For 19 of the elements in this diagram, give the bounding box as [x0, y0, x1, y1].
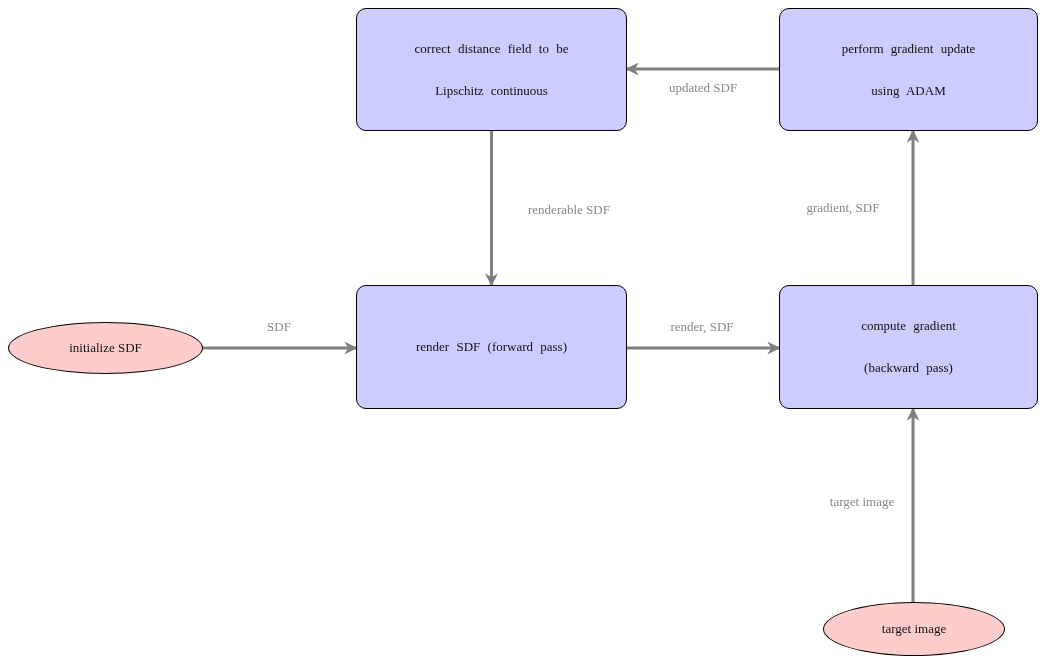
node-text: render SDF (forward pass) [416, 338, 567, 356]
node-text: perform gradient update using ADAM [840, 39, 977, 100]
arrow [906, 129, 920, 285]
arrow [906, 407, 920, 602]
node-text: initialize SDF [69, 340, 142, 356]
process-box [356, 285, 627, 409]
process-box [356, 8, 627, 131]
arrow [203, 341, 358, 355]
arrow [627, 341, 781, 355]
node-text: correct distance field to be Lipschitz continuous [413, 39, 570, 100]
node-text: compute gradient (backward pass) [860, 317, 957, 377]
process-box [779, 8, 1038, 131]
edge-label: gradient, SDF [804, 200, 882, 216]
node-text: target image [881, 621, 947, 637]
arrow [625, 62, 779, 76]
process-box [779, 285, 1038, 409]
edge-label: updated SDF [666, 80, 740, 96]
arrow [485, 131, 498, 287]
edge-label: render, SDF [668, 319, 736, 335]
